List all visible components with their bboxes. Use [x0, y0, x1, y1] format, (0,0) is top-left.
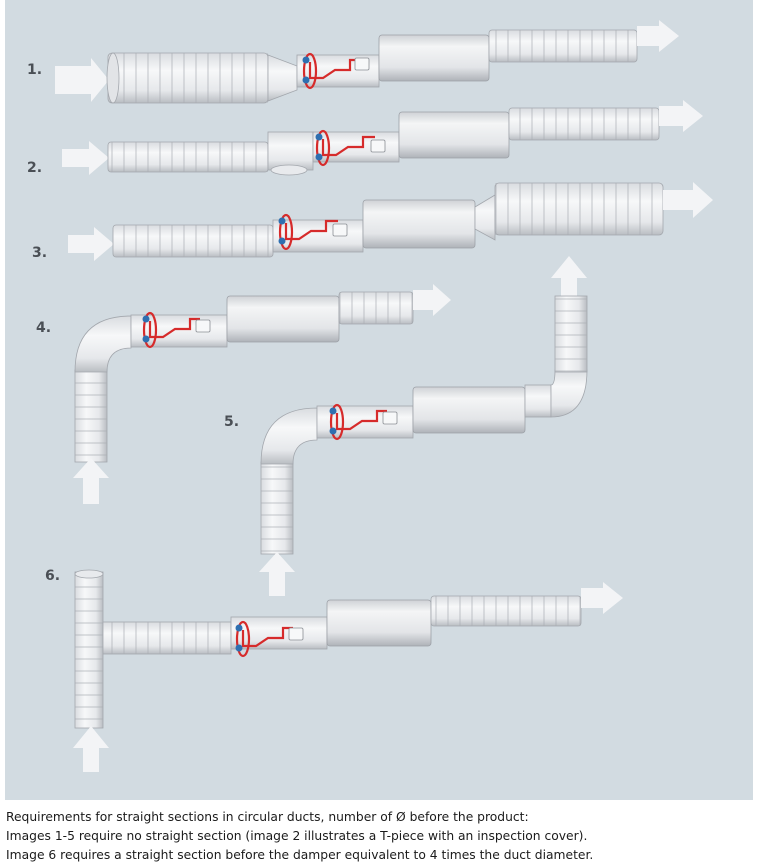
flow-arrow-icon — [259, 552, 295, 596]
elbow-bend-icon — [260, 407, 318, 465]
damper-sensor-icon — [315, 129, 386, 167]
flow-arrow-icon — [581, 582, 623, 614]
flow-arrow-icon — [659, 100, 703, 132]
diagram-label-1: 1. — [27, 62, 43, 78]
diagram-label-6: 6. — [45, 568, 61, 584]
flow-arrow-icon — [68, 227, 114, 261]
damper-sensor-icon — [302, 52, 370, 90]
caption-line: Image 6 requires a straight section befo… — [6, 848, 594, 862]
silencer-icon — [378, 34, 490, 82]
damper-sensor-icon — [278, 213, 348, 251]
figure-caption: Requirements for straight sections in ci… — [6, 808, 756, 865]
flow-arrow-icon — [55, 58, 109, 102]
duct-assembly-2 — [62, 100, 703, 176]
caption-line: Requirements for straight sections in ci… — [6, 810, 529, 824]
flow-arrow-icon — [413, 284, 451, 316]
diagram-label-4: 4. — [36, 320, 52, 336]
flow-arrow-icon — [551, 256, 587, 298]
silencer-icon — [226, 295, 340, 343]
duct-assembly-4 — [73, 284, 451, 504]
silencer-icon — [326, 599, 432, 647]
duct-assembly-3 — [68, 182, 713, 298]
duct-diagram — [55, 20, 713, 772]
silencer-icon — [398, 111, 510, 159]
t-piece-icon — [267, 131, 314, 171]
diagram-label-2: 2. — [27, 160, 43, 176]
flow-arrow-icon — [663, 182, 713, 218]
elbow-bend-icon — [74, 315, 132, 373]
flow-arrow-icon — [73, 726, 109, 772]
flow-arrow-icon — [62, 141, 109, 175]
diagram-label-3: 3. — [32, 245, 48, 261]
elbow-bend-icon — [550, 369, 588, 418]
duct-assembly-1 — [55, 20, 679, 104]
flow-arrow-icon — [73, 458, 109, 504]
caption-line: Images 1-5 require no straight section (… — [6, 829, 588, 843]
silencer-icon — [362, 199, 476, 249]
damper-sensor-icon — [235, 620, 304, 658]
silencer-icon — [412, 386, 526, 434]
damper-sensor-icon — [329, 403, 398, 441]
diagram-label-5: 5. — [224, 414, 240, 430]
duct-assembly-6 — [73, 569, 623, 772]
flow-arrow-icon — [637, 20, 679, 52]
damper-sensor-icon — [142, 311, 211, 349]
duct-diagram-panel: 1. 2. 3. 4. 5. 6. — [5, 0, 753, 800]
duct-assembly-5 — [259, 295, 588, 596]
